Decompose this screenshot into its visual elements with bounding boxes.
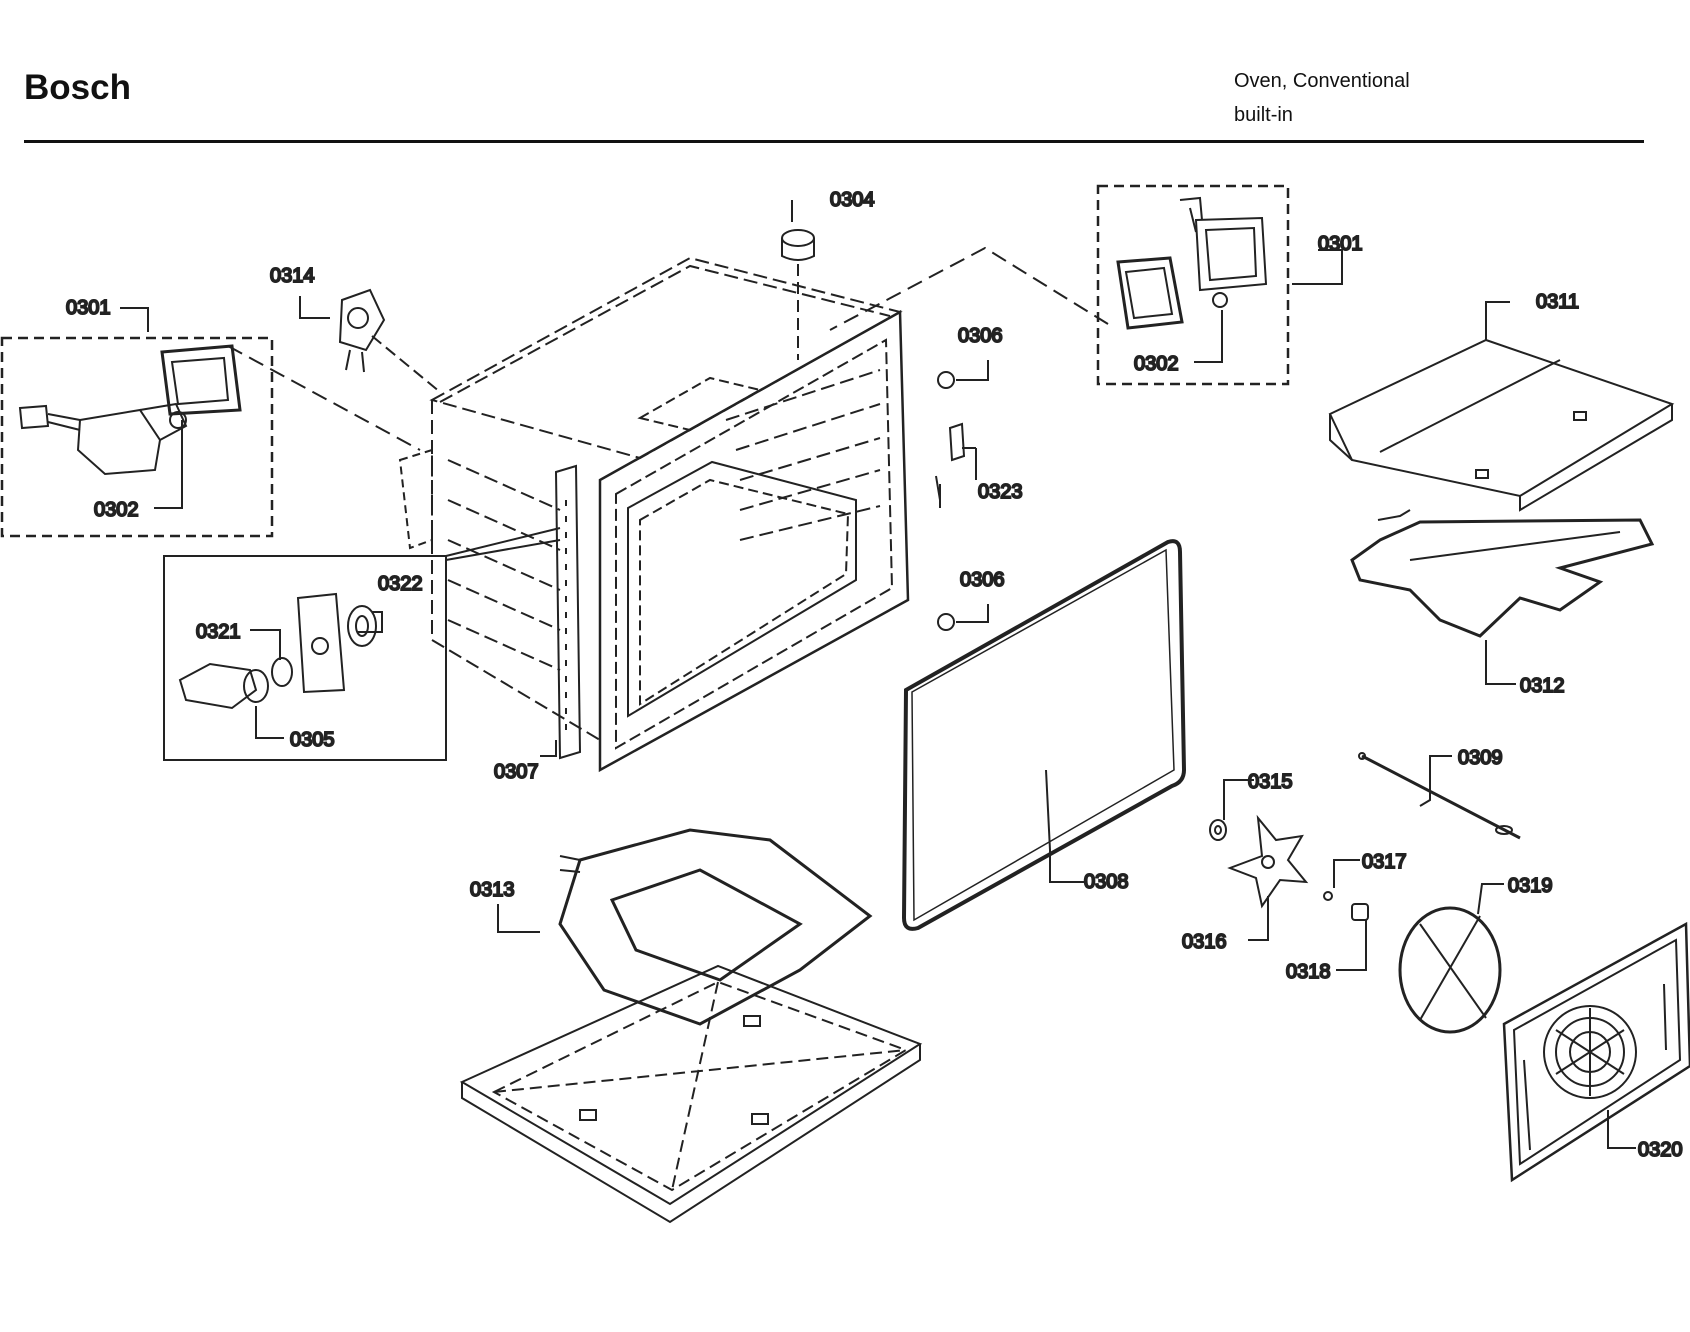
callout-0301-left: 0301	[66, 297, 111, 319]
callout-0309: 0309	[1458, 747, 1503, 769]
header-rule	[24, 140, 1644, 143]
detail-inset-thermostat	[163, 527, 561, 761]
callout-0315: 0315	[1248, 771, 1293, 793]
leader-lines	[120, 200, 1636, 1149]
callout-0316: 0316	[1182, 931, 1227, 953]
part-0318-cap	[1351, 903, 1369, 921]
callout-0308: 0308	[1084, 871, 1129, 893]
part-0304-sensor	[781, 229, 815, 360]
callout-0322: 0322	[378, 573, 423, 595]
cavity-floor	[459, 964, 923, 1224]
callout-0320: 0320	[1638, 1139, 1683, 1161]
callout-0304: 0304	[830, 189, 875, 211]
brand-title: Bosch	[24, 68, 131, 107]
callout-0319: 0319	[1508, 875, 1553, 897]
lamp-assembly-left	[0, 336, 421, 538]
part-0319-fan-ring	[1398, 906, 1502, 1034]
part-0316-fan-blade	[1227, 814, 1309, 909]
part-0306-bumper-top	[937, 371, 955, 389]
callout-0305: 0305	[290, 729, 335, 751]
part-0311-top-cover	[1328, 338, 1675, 512]
part-0314-motor	[338, 288, 441, 393]
oven-cavity	[398, 256, 910, 773]
product-type: Oven, Conventional	[1234, 70, 1410, 92]
part-0309-sensor-rod	[1358, 752, 1521, 840]
callout-0313: 0313	[470, 879, 515, 901]
callout-0302-right: 0302	[1134, 353, 1179, 375]
callout-0306-top: 0306	[958, 325, 1003, 347]
part-0307-rail	[554, 464, 582, 760]
callout-0311: 0311	[1536, 291, 1579, 313]
callout-0321: 0321	[196, 621, 241, 643]
callout-0306-bottom: 0306	[960, 569, 1005, 591]
callout-0317: 0317	[1362, 851, 1407, 873]
callout-0323: 0323	[978, 481, 1023, 503]
part-0313-bottom-heater	[558, 828, 873, 1026]
part-0323-bracket	[935, 422, 966, 508]
part-0312-grill-element	[1350, 509, 1655, 638]
callout-0318: 0318	[1286, 961, 1331, 983]
callout-0302-left: 0302	[94, 499, 139, 521]
callout-0314: 0314	[270, 265, 315, 287]
part-0306-bumper-bottom	[937, 613, 955, 631]
part-0320-back-panel	[1502, 921, 1690, 1183]
callout-0301-right: 0301	[1318, 233, 1363, 255]
lamp-assembly-right	[829, 184, 1290, 386]
callout-0307: 0307	[494, 761, 539, 783]
part-0317-washer	[1323, 891, 1333, 901]
product-subtype: built-in	[1234, 104, 1293, 126]
part-0315-nut	[1209, 819, 1227, 841]
callout-0312: 0312	[1520, 675, 1565, 697]
part-0308-door-seal	[901, 539, 1187, 931]
